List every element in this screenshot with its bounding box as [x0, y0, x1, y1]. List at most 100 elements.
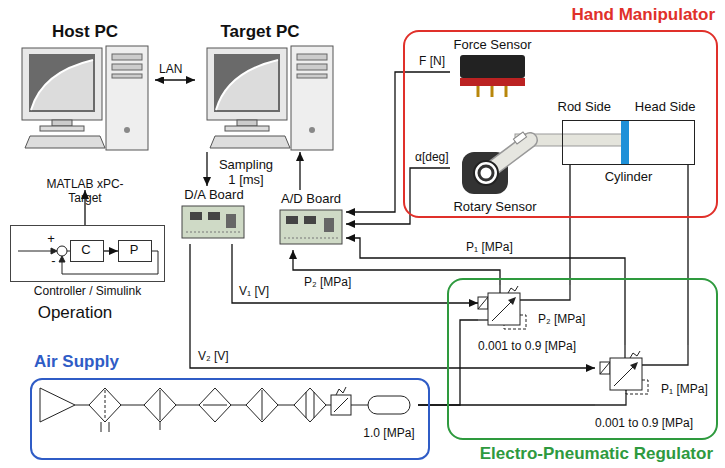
node-text: Electro-Pneumatic Regulator: [447, 444, 713, 464]
node-text: A/D Board: [276, 192, 346, 207]
signal-label: V₁ [V]: [238, 285, 270, 299]
rotary-sensor-icon: [513, 132, 526, 144]
pneumatic-stubs: [520, 285, 570, 300]
tank-node: 1.0 [MPa]: [360, 393, 418, 445]
connector: [418, 404, 595, 405]
force-sensor-icon: [460, 55, 525, 97]
air-supply-chain: [331, 395, 351, 415]
node-text: Hand Manipulator: [533, 5, 715, 25]
pneumatic-stubs: [624, 345, 625, 358]
illustration: [478, 286, 526, 329]
control-loop: [59, 256, 65, 262]
connector: [155, 79, 195, 80]
force-sensor-icon: [477, 86, 480, 97]
control-loop: [18, 251, 55, 252]
node-text: D/A Board: [178, 188, 250, 203]
cylinder-body: [515, 120, 695, 165]
air-supply-chain: [306, 392, 307, 418]
air-supply-chain: [144, 388, 176, 422]
board-node: A/D Board: [276, 190, 346, 250]
text-label: -: [49, 254, 58, 269]
air-supply-chain: [160, 390, 161, 420]
air-supply-chain: [199, 388, 231, 422]
sensor-node: Rotary Sensor: [450, 145, 540, 215]
air-supply-chain: [368, 396, 410, 414]
pneumatic-stubs: [499, 285, 500, 293]
air-supply-chain: [101, 422, 102, 432]
da-board-icon: [208, 212, 220, 220]
air-supply-chain: [105, 390, 106, 420]
pneumatic-stubs: [478, 319, 488, 320]
board-node: D/A Board: [178, 186, 250, 244]
connector: [232, 244, 478, 303]
air-supply-chain: [246, 388, 278, 422]
computer-node: Host PCMATLAB xPC-Target: [15, 22, 155, 190]
air-supply-chain: [89, 388, 121, 422]
ad-board-icon: [304, 216, 316, 224]
signal-label: α[deg]: [414, 151, 450, 165]
illustration: [600, 351, 648, 394]
control-loop: [57, 246, 67, 256]
force-sensor-icon: [491, 86, 494, 97]
signal-label: P₂ [MPa]: [303, 276, 352, 290]
sensor-node: Force Sensor: [450, 36, 535, 98]
connector: [206, 152, 207, 186]
node-text: Rod Side: [558, 100, 622, 115]
node-text: 0.001 to 0.9 [MPa]: [478, 340, 598, 354]
rotary-sensor-icon: [479, 166, 493, 180]
connector: [346, 168, 450, 224]
node-text: Cylinder: [597, 170, 661, 185]
ad-board-icon: [286, 216, 298, 224]
air-supply-chain: [294, 388, 326, 422]
connector: [346, 238, 625, 345]
force-sensor-icon: [460, 55, 525, 78]
air-supply-chain: [262, 390, 263, 420]
connector: [104, 250, 118, 251]
ad-board-icon: [280, 210, 342, 244]
signal-label: P₁ [MPa]: [465, 241, 514, 255]
air-supply-chain: [40, 387, 410, 432]
block-box: P: [118, 240, 152, 262]
air-supply-chain: [109, 422, 110, 432]
node-text: Controller / Simulink: [10, 285, 165, 299]
illustration: [207, 46, 333, 150]
text-label: Operation: [20, 303, 130, 323]
ad-board-icon: [280, 210, 342, 244]
air-supply-chain: [40, 388, 75, 422]
air-supply-chain: [203, 405, 227, 406]
group-frame: Air Supply1.0 [MPa]: [30, 378, 430, 460]
force-sensor-icon: [505, 86, 508, 97]
group-frame: Hand ManipulatorForce SensorRotary Senso…: [403, 30, 718, 218]
node-text: Host PC: [15, 22, 155, 42]
node-text: 0.001 to 0.9 [MPa]: [595, 417, 713, 431]
illustration: [22, 46, 148, 150]
node-text: P: [118, 243, 150, 258]
block-box: C: [70, 240, 104, 262]
da-board-icon: [182, 206, 244, 238]
node-text: 1.0 [MPa]: [360, 427, 418, 441]
signal-label: LAN: [158, 63, 183, 77]
signal-label: F [N]: [418, 55, 446, 69]
connector: [346, 72, 450, 212]
node-text: Head Side: [632, 100, 696, 115]
cylinder-node: Rod SideHead SideCylinder: [562, 120, 695, 165]
ad-board-icon: [324, 218, 334, 232]
connector: [687, 165, 688, 345]
node-text: C: [70, 243, 102, 258]
rotary-sensor-icon: [474, 161, 498, 185]
pneumatic-stubs: [478, 285, 688, 405]
regulator-node: P₁ [MPa]0.001 to 0.9 [MPa]: [595, 345, 715, 435]
node-text: P₂ [MPa]: [538, 313, 600, 327]
controller-box: Controller / SimulinkCP: [10, 225, 165, 282]
da-board-icon: [226, 214, 236, 228]
da-board-icon: [182, 206, 244, 238]
text-label: +: [45, 232, 57, 247]
force-sensor-icon: [460, 78, 525, 86]
group-frame: Electro-Pneumatic RegulatorP₂ [MPa]0.001…: [447, 278, 718, 440]
da-board-icon: [190, 212, 202, 220]
pneumatic-stubs: [595, 390, 626, 405]
ad-board-icon: [284, 238, 338, 239]
